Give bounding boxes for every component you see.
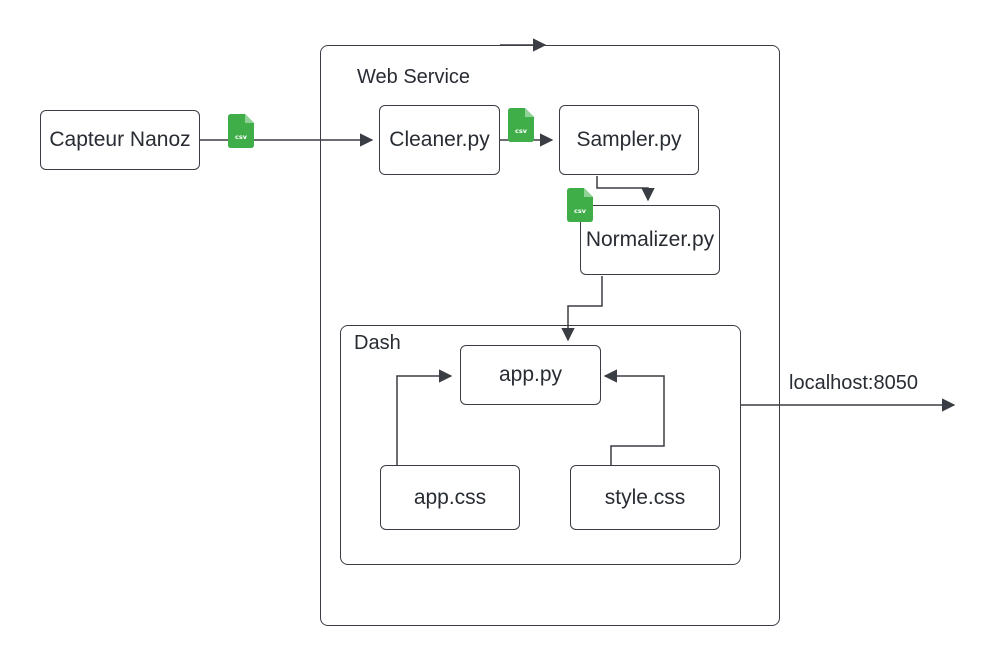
web-service-container [320, 45, 780, 626]
sampler-node[interactable]: Sampler.py [559, 105, 699, 175]
csv-file-icon: csv [567, 188, 593, 222]
cleaner-node[interactable]: Cleaner.py [379, 105, 500, 175]
svg-text:csv: csv [515, 127, 528, 135]
svg-text:csv: csv [574, 207, 587, 215]
dash-label: Dash [354, 332, 401, 354]
dash-container [340, 325, 741, 565]
svg-text:csv: csv [235, 133, 248, 141]
normalizer-node[interactable]: Normalizer.py [580, 205, 720, 275]
edge-normalizer-to-app [561, 276, 603, 342]
edge-stylecss-to-app [603, 369, 665, 465]
web-service-label: Web Service [357, 66, 471, 88]
capteur-nanoz-node[interactable]: Capteur Nanoz [40, 110, 200, 170]
edge-sampler-to-normalizer [596, 176, 655, 202]
app-css-node[interactable]: app.css [380, 465, 520, 530]
edge-appcss-to-app [396, 369, 453, 465]
style-css-node[interactable]: style.css [570, 465, 720, 530]
localhost-label: localhost:8050 [789, 372, 918, 394]
csv-file-icon: csv [228, 114, 254, 148]
csv-file-icon: csv [508, 108, 534, 142]
app-py-node[interactable]: app.py [460, 345, 601, 405]
